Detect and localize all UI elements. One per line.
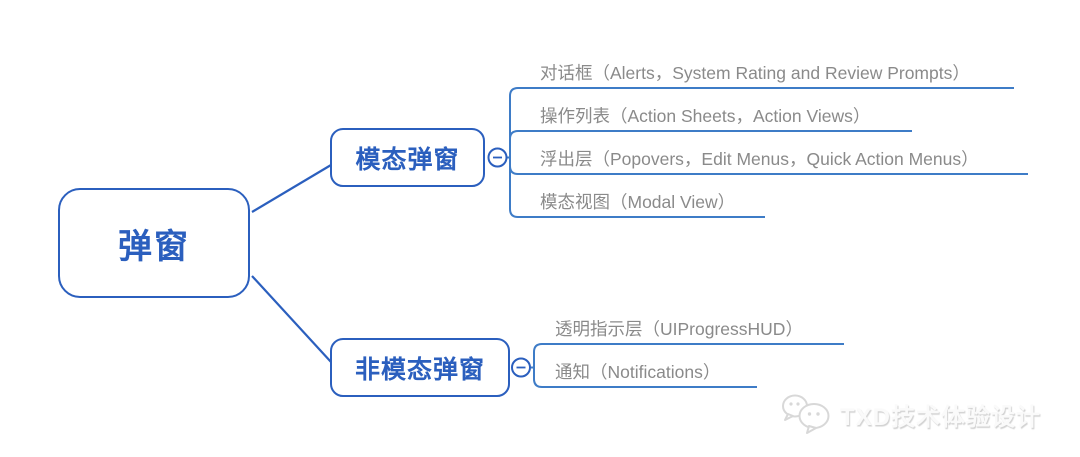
connector-nonmodal-child-0 [531,343,844,369]
leaf-popovers[interactable]: 浮出层（Popovers，Edit Menus，Quick Action Men… [540,149,979,169]
collapse-button-nonmodal[interactable] [511,357,531,378]
node-nonmodal-popup[interactable]: 非模态弹窗 [330,338,510,397]
chat-bubbles-icon [782,394,830,434]
connector-modal-child-0 [507,87,1014,159]
leaf-modal-view[interactable]: 模态视图（Modal View） [540,192,736,212]
edge-root-to-nonmodal [251,275,332,363]
node-modal-popup[interactable]: 模态弹窗 [330,128,485,187]
watermark: TXD技术体验设计 [778,391,1041,437]
leaf-progress-hud[interactable]: 透明指示层（UIProgressHUD） [555,319,803,339]
leaf-action-sheets[interactable]: 操作列表（Action Sheets，Action Views） [540,106,871,126]
watermark-text: TXD技术体验设计 [840,403,1041,431]
node-root-popup[interactable]: 弹窗 [58,188,250,298]
leaf-notifications[interactable]: 通知（Notifications） [555,362,721,382]
connector-modal-child-1 [507,130,912,159]
leaf-dialog-alerts[interactable]: 对话框（Alerts，System Rating and Review Prom… [540,63,970,83]
connector-nonmodal-child-1 [531,366,757,388]
connector-modal-child-3 [507,156,765,218]
edge-root-to-modal [251,164,332,213]
collapse-button-modal[interactable] [487,147,508,168]
